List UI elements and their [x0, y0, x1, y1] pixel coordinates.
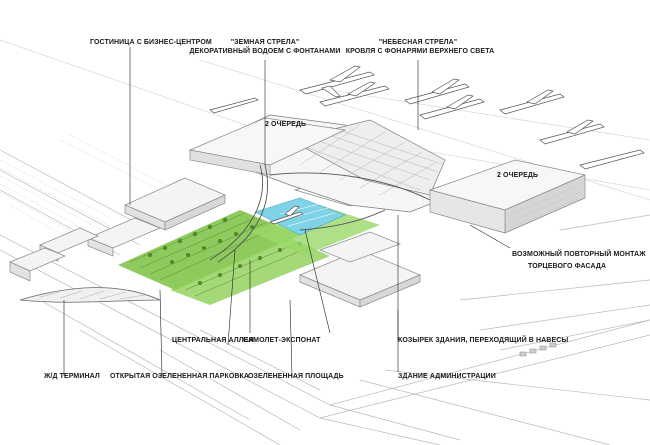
label-green-parking: ОТКРЫТАЯ ОЗЕЛЕНЕННАЯ ПАРКОВКА [110, 373, 250, 380]
label-canopy: КОЗЫРЕК ЗДАНИЯ, ПЕРЕХОДЯЩИЙ В НАВЕСЫ [398, 337, 569, 344]
airplane-icon [404, 78, 470, 105]
leader-lines [63, 47, 511, 377]
vehicles [519, 342, 557, 357]
airplane-icon [539, 119, 605, 145]
fountain-pool [254, 197, 346, 236]
label-facade-line2: ТОРЦЕВОГО ФАСАДА [528, 263, 607, 270]
canopy-earth-arrow [209, 164, 431, 263]
rail-terminal [19, 287, 161, 303]
airplanes [209, 65, 645, 225]
airplane-icon [319, 81, 390, 107]
label-green-square: ОЗЕЛЕНЕННАЯ ПЛОЩАДЬ [248, 373, 344, 380]
label-facade-line1: ВОЗМОЖНЫЙ ПОВТОРНЫЙ МОНТАЖ [512, 251, 646, 258]
label-phase2-left: 2 ОЧЕРЕДЬ [265, 121, 307, 128]
airplane-icon [419, 94, 485, 120]
label-phase2-right: 2 ОЧЕРЕДЬ [497, 172, 539, 179]
label-earth-arrow-title: "ЗЕМНАЯ СТРЕЛА" [230, 39, 300, 46]
label-rail-terminal: Ж/Д ТЕРМИНАЛ [44, 373, 100, 380]
label-sky-arrow-title: "НЕБЕСНАЯ СТРЕЛА" [378, 39, 458, 46]
label-hotel: ГОСТИНИЦА С БИЗНЕС-ЦЕНТРОМ [90, 39, 212, 46]
phase2-right-block [428, 159, 587, 234]
admin-building [299, 231, 421, 308]
label-earth-arrow-desc: ДЕКОРАТИВНЫЙ ВОДОЕМ С ФОНТАНАМИ [189, 48, 341, 55]
label-central-alley: ЦЕНТРАЛЬНАЯ АЛЛЕЯ [172, 337, 254, 344]
airplane-icon [579, 149, 645, 170]
label-sky-arrow-desc: КРОВЛЯ С ФОНАРЯМИ ВЕРХНЕГО СВЕТА [345, 48, 495, 55]
airplane-icon [299, 65, 375, 98]
airplane-icon [499, 89, 565, 115]
airplane-icon [209, 97, 259, 114]
label-plane-exhibit: САМОЛЕТ-ЭКСПОНАТ [243, 337, 321, 344]
label-admin-building: ЗДАНИЕ АДМИНИСТРАЦИИ [398, 373, 496, 380]
hotel-blocks [9, 177, 226, 282]
airplane-icon [269, 205, 304, 225]
green-square [250, 205, 380, 255]
phase2-left-block [188, 117, 347, 176]
